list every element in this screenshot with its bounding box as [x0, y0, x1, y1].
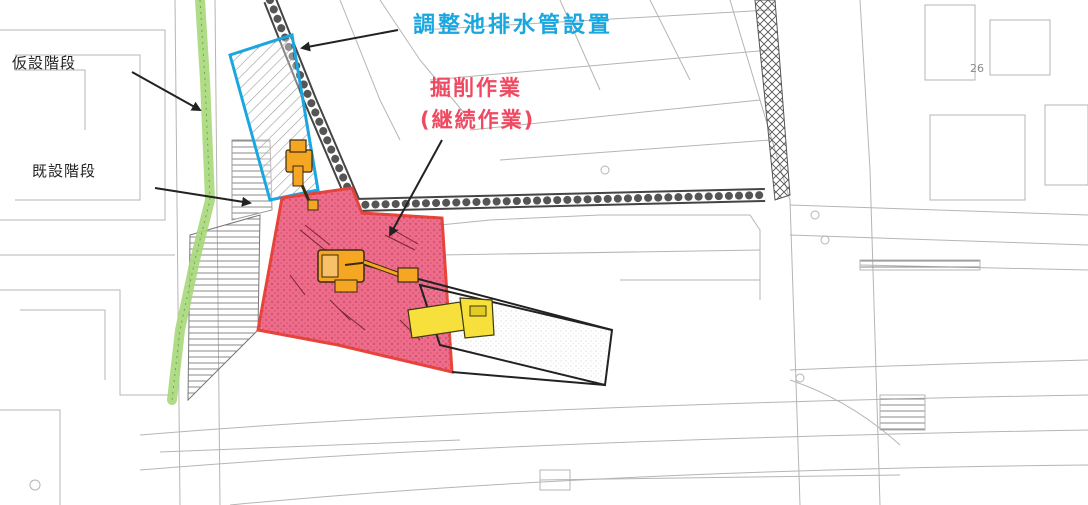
- hatched-wall: [754, 0, 791, 201]
- temporary-stairs-label: 仮設階段: [12, 54, 77, 72]
- drain-pipe-label: 調整池排水管設置: [413, 13, 614, 38]
- dump-truck-icon: [407, 297, 495, 339]
- excavation-note-label: (継続作業): [420, 108, 536, 132]
- existing-stairs-shape: [187, 139, 273, 402]
- excavator-icon: [285, 139, 319, 211]
- building-number: 26: [970, 62, 984, 75]
- existing-stairs-label: 既設階段: [32, 162, 97, 180]
- excavator-icon: [317, 249, 419, 293]
- temporary-stairs-shape: [167, 0, 216, 405]
- callout-arrows: [131, 29, 443, 237]
- excavation-label: 掘削作業: [430, 76, 522, 100]
